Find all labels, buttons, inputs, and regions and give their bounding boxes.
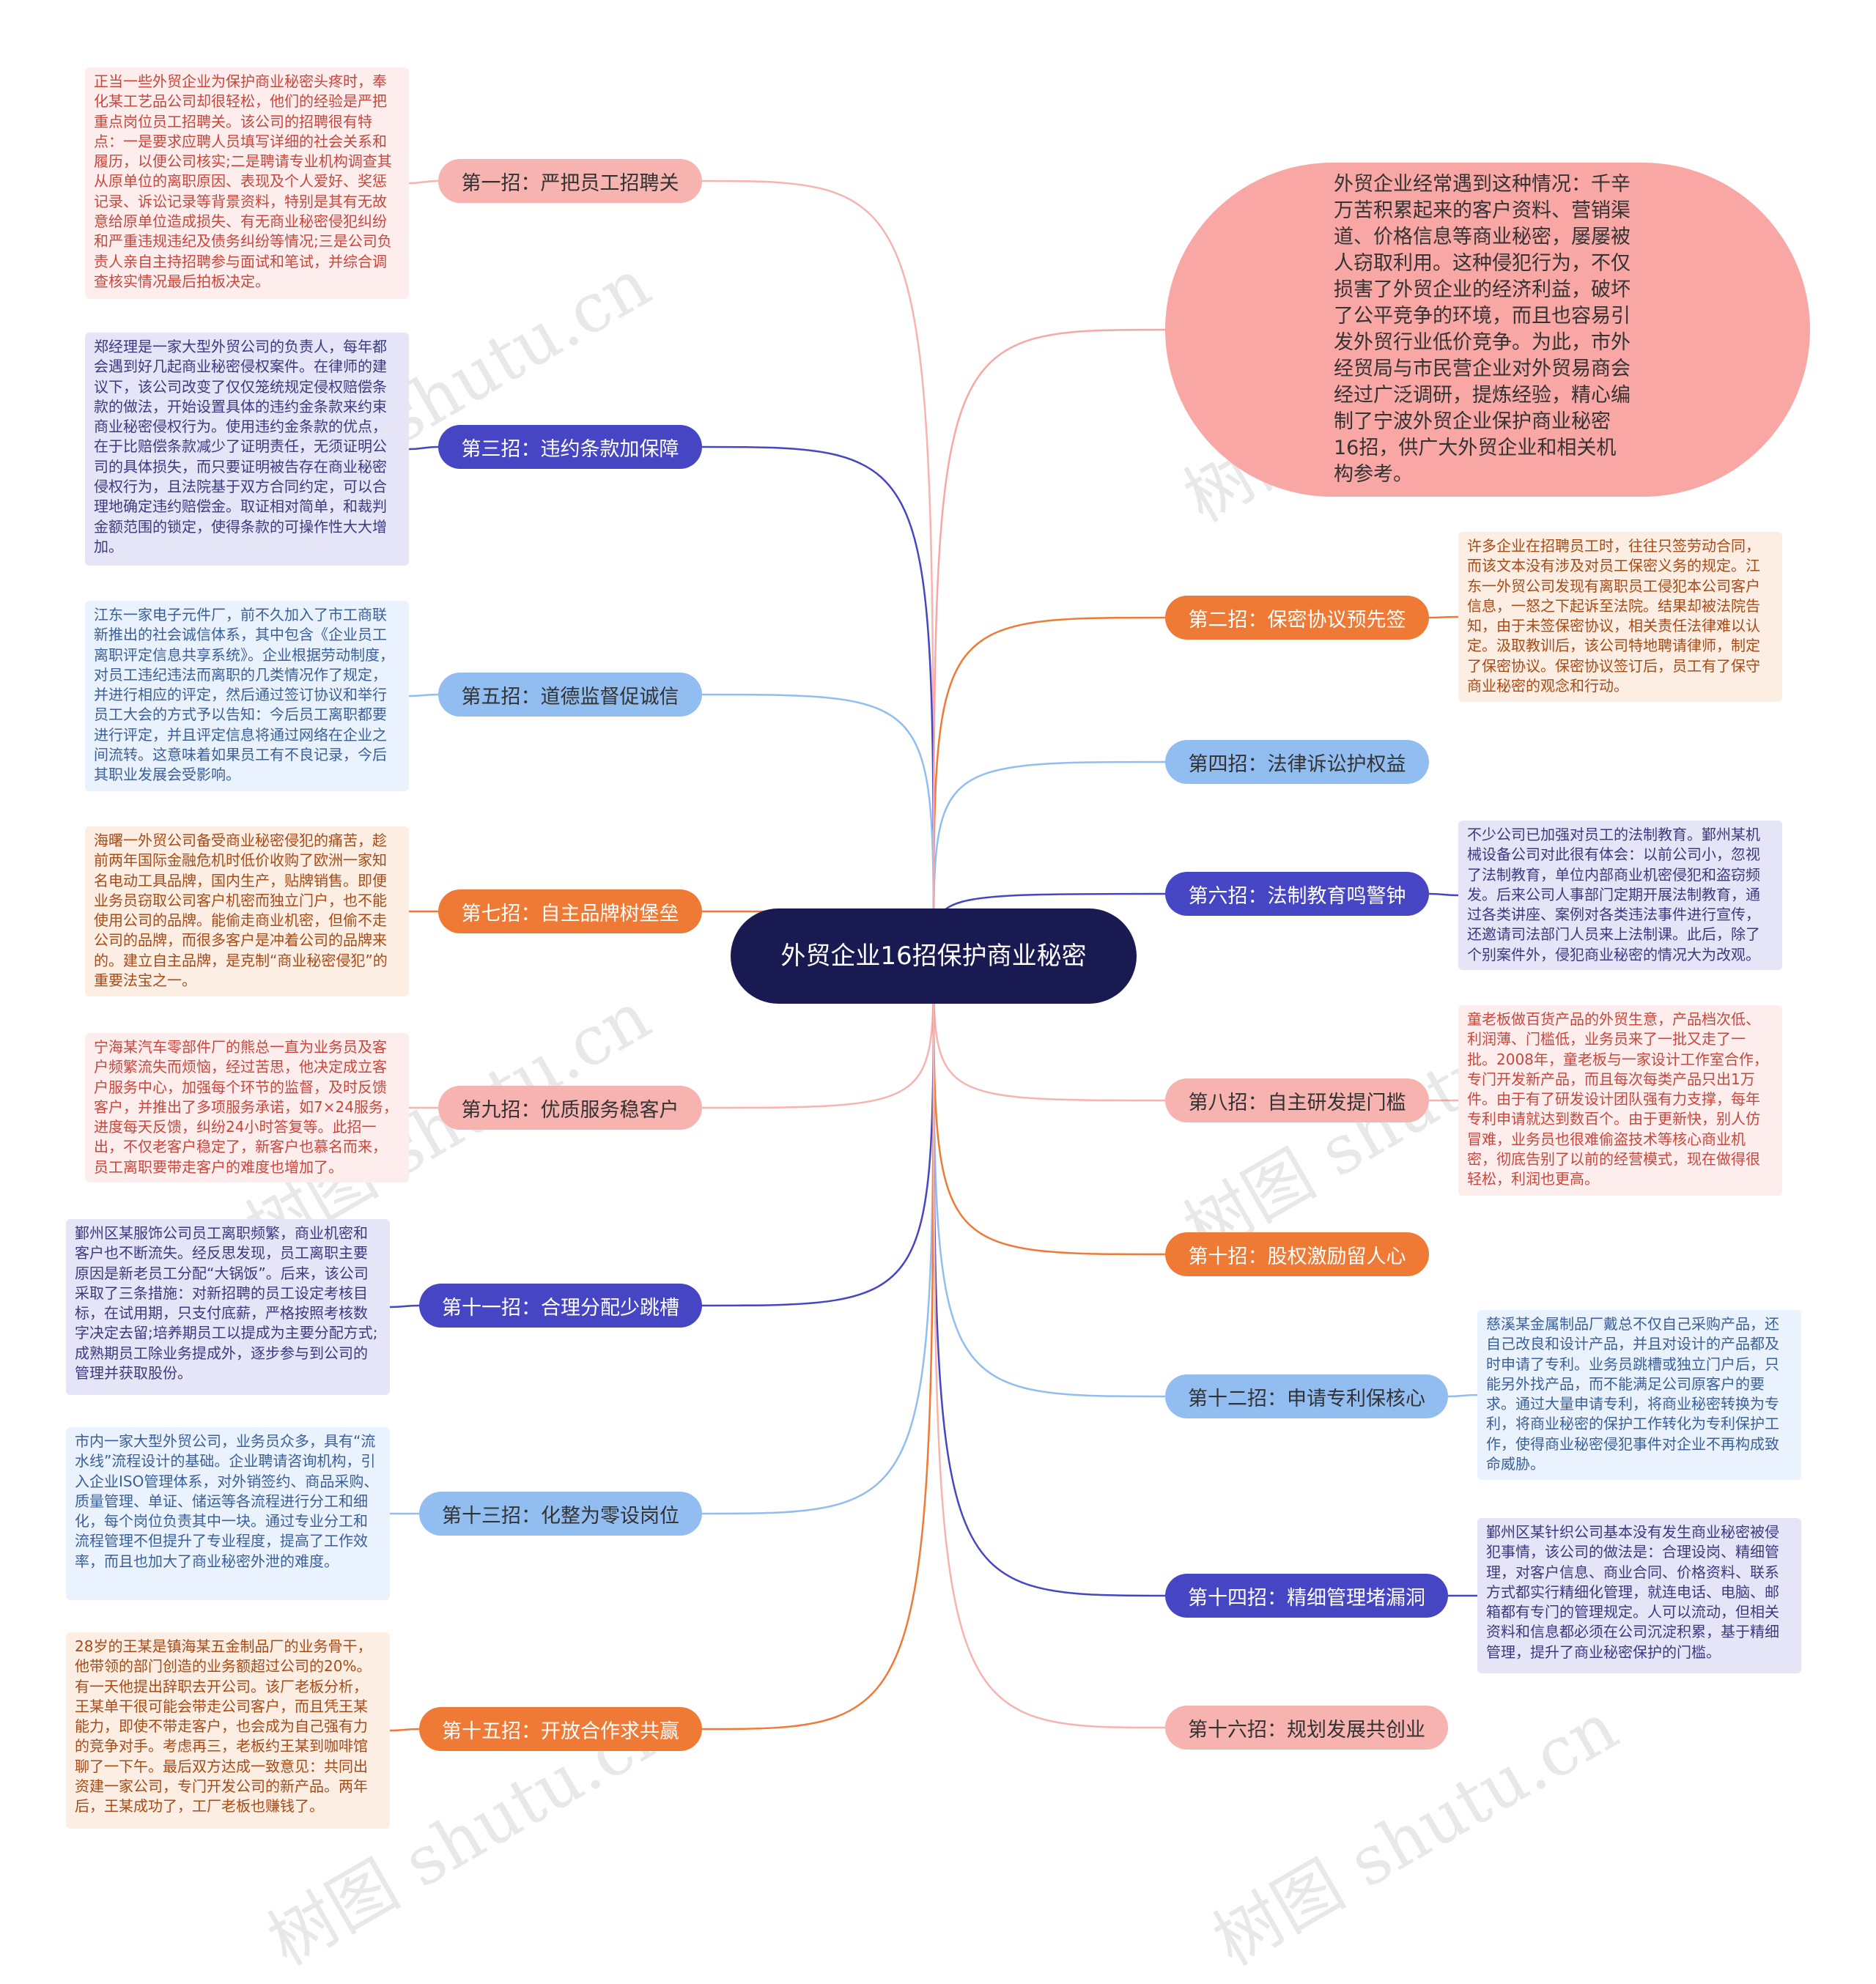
branch-6-detail: 不少公司已加强对员工的法制教育。鄞州某机械设备公司对此很有体会：以前公司小，忽视… (1458, 821, 1782, 970)
edge-detail-12 (1447, 1393, 1478, 1398)
edge-branch-3 (701, 445, 935, 957)
central-topic[interactable]: 外贸企业16招保护商业秘密 (731, 908, 1137, 1004)
branch-2[interactable]: 第二招：保密协议预先签 (1165, 596, 1429, 640)
edge-intro (932, 328, 1166, 957)
branch-1[interactable]: 第一招：严把员工招聘关 (438, 159, 702, 203)
branch-13-detail: 市内一家大型外贸公司，业务员众多，具有“流水线”流程设计的基础。企业聘请咨询机构… (66, 1427, 390, 1600)
edge-branch-2 (932, 616, 1166, 957)
branch-6[interactable]: 第六招：法制教育鸣警钟 (1165, 872, 1429, 916)
branch-5-detail: 江东一家电子元件厂，前不久加入了市工商联新推出的社会诚信体系，其中包含《企业员工… (85, 601, 409, 791)
edge-detail-3 (408, 445, 439, 451)
branch-8-detail: 童老板做百货产品的外贸生意，产品档次低、利润薄、门槛低，业务员来了一批又走了一批… (1458, 1005, 1782, 1196)
intro-bubble[interactable]: 外贸企业经常遇到这种情况：千辛万苦积累起来的客户资料、营销渠道、价格信息等商业秘… (1165, 163, 1810, 497)
branch-5[interactable]: 第五招：道德监督促诚信 (438, 673, 702, 717)
edge-branch-15 (701, 955, 935, 1731)
edge-detail-1 (408, 179, 439, 185)
branch-9[interactable]: 第九招：优质服务稳客户 (438, 1086, 702, 1130)
branch-14-detail: 鄞州区某针织公司基本没有发生商业秘密被侵犯事情，该公司的做法是：合理设岗、精细管… (1477, 1518, 1801, 1673)
edge-branch-16 (932, 955, 1166, 1729)
branch-7[interactable]: 第七招：自主品牌树堡垒 (438, 889, 702, 933)
branch-15-detail: 28岁的王某是镇海某五金制品厂的业务骨干，他带领的部门创造的业务额超过公司的20… (66, 1632, 390, 1829)
branch-11-detail: 鄞州区某服饰公司员工离职频繁，商业机密和客户也不断流失。经反思发现，员工离职主要… (66, 1219, 390, 1395)
edge-branch-12 (932, 955, 1166, 1398)
branch-3-detail: 郑经理是一家大型外贸公司的负责人，每年都会遇到好几起商业秘密侵权案件。在律师的建… (85, 333, 409, 566)
branch-15[interactable]: 第十五招：开放合作求共赢 (419, 1707, 702, 1751)
edge-detail-6 (1428, 892, 1459, 897)
branch-10[interactable]: 第十招：股权激励留人心 (1165, 1232, 1429, 1276)
edge-detail-11 (389, 1304, 420, 1309)
branch-1-detail: 正当一些外贸企业为保护商业秘密头疼时，奉化某工艺品公司却很轻松，他们的经验是严把… (85, 67, 409, 299)
edge-detail-2 (1428, 615, 1459, 619)
branch-4[interactable]: 第四招：法律诉讼护权益 (1165, 740, 1429, 784)
branch-16[interactable]: 第十六招：规划发展共创业 (1165, 1706, 1448, 1750)
branch-11[interactable]: 第十一招：合理分配少跳槽 (419, 1284, 702, 1328)
edge-branch-14 (932, 955, 1166, 1597)
branch-13[interactable]: 第十三招：化整为零设岗位 (419, 1492, 702, 1536)
edge-branch-13 (701, 955, 935, 1515)
branch-9-detail: 宁海某汽车零部件厂的熊总一直为业务员及客户频繁流失而烦恼，经过苦思，他决定成立客… (85, 1033, 409, 1182)
edge-branch-1 (701, 179, 935, 957)
branch-12-detail: 慈溪某金属制品厂戴总不仅自己采购产品，还自己改良和设计产品，并且对设计的产品都及… (1477, 1310, 1801, 1480)
edge-detail-5 (408, 693, 439, 697)
edge-detail-15 (389, 1728, 420, 1732)
branch-2-detail: 许多企业在招聘员工时，往往只签劳动合同，而该文本没有涉及对员工保密义务的规定。江… (1458, 532, 1782, 702)
branch-3[interactable]: 第三招：违约条款加保障 (438, 425, 702, 469)
branch-7-detail: 海曙一外贸公司备受商业秘密侵犯的痛苦，趁前两年国际金融危机时低价收购了欧洲一家知… (85, 826, 409, 996)
branch-14[interactable]: 第十四招：精细管理堵漏洞 (1165, 1574, 1448, 1618)
branch-12[interactable]: 第十二招：申请专利保核心 (1165, 1374, 1448, 1418)
edge-branch-11 (701, 955, 935, 1307)
branch-8[interactable]: 第八招：自主研发提门槛 (1165, 1078, 1429, 1122)
